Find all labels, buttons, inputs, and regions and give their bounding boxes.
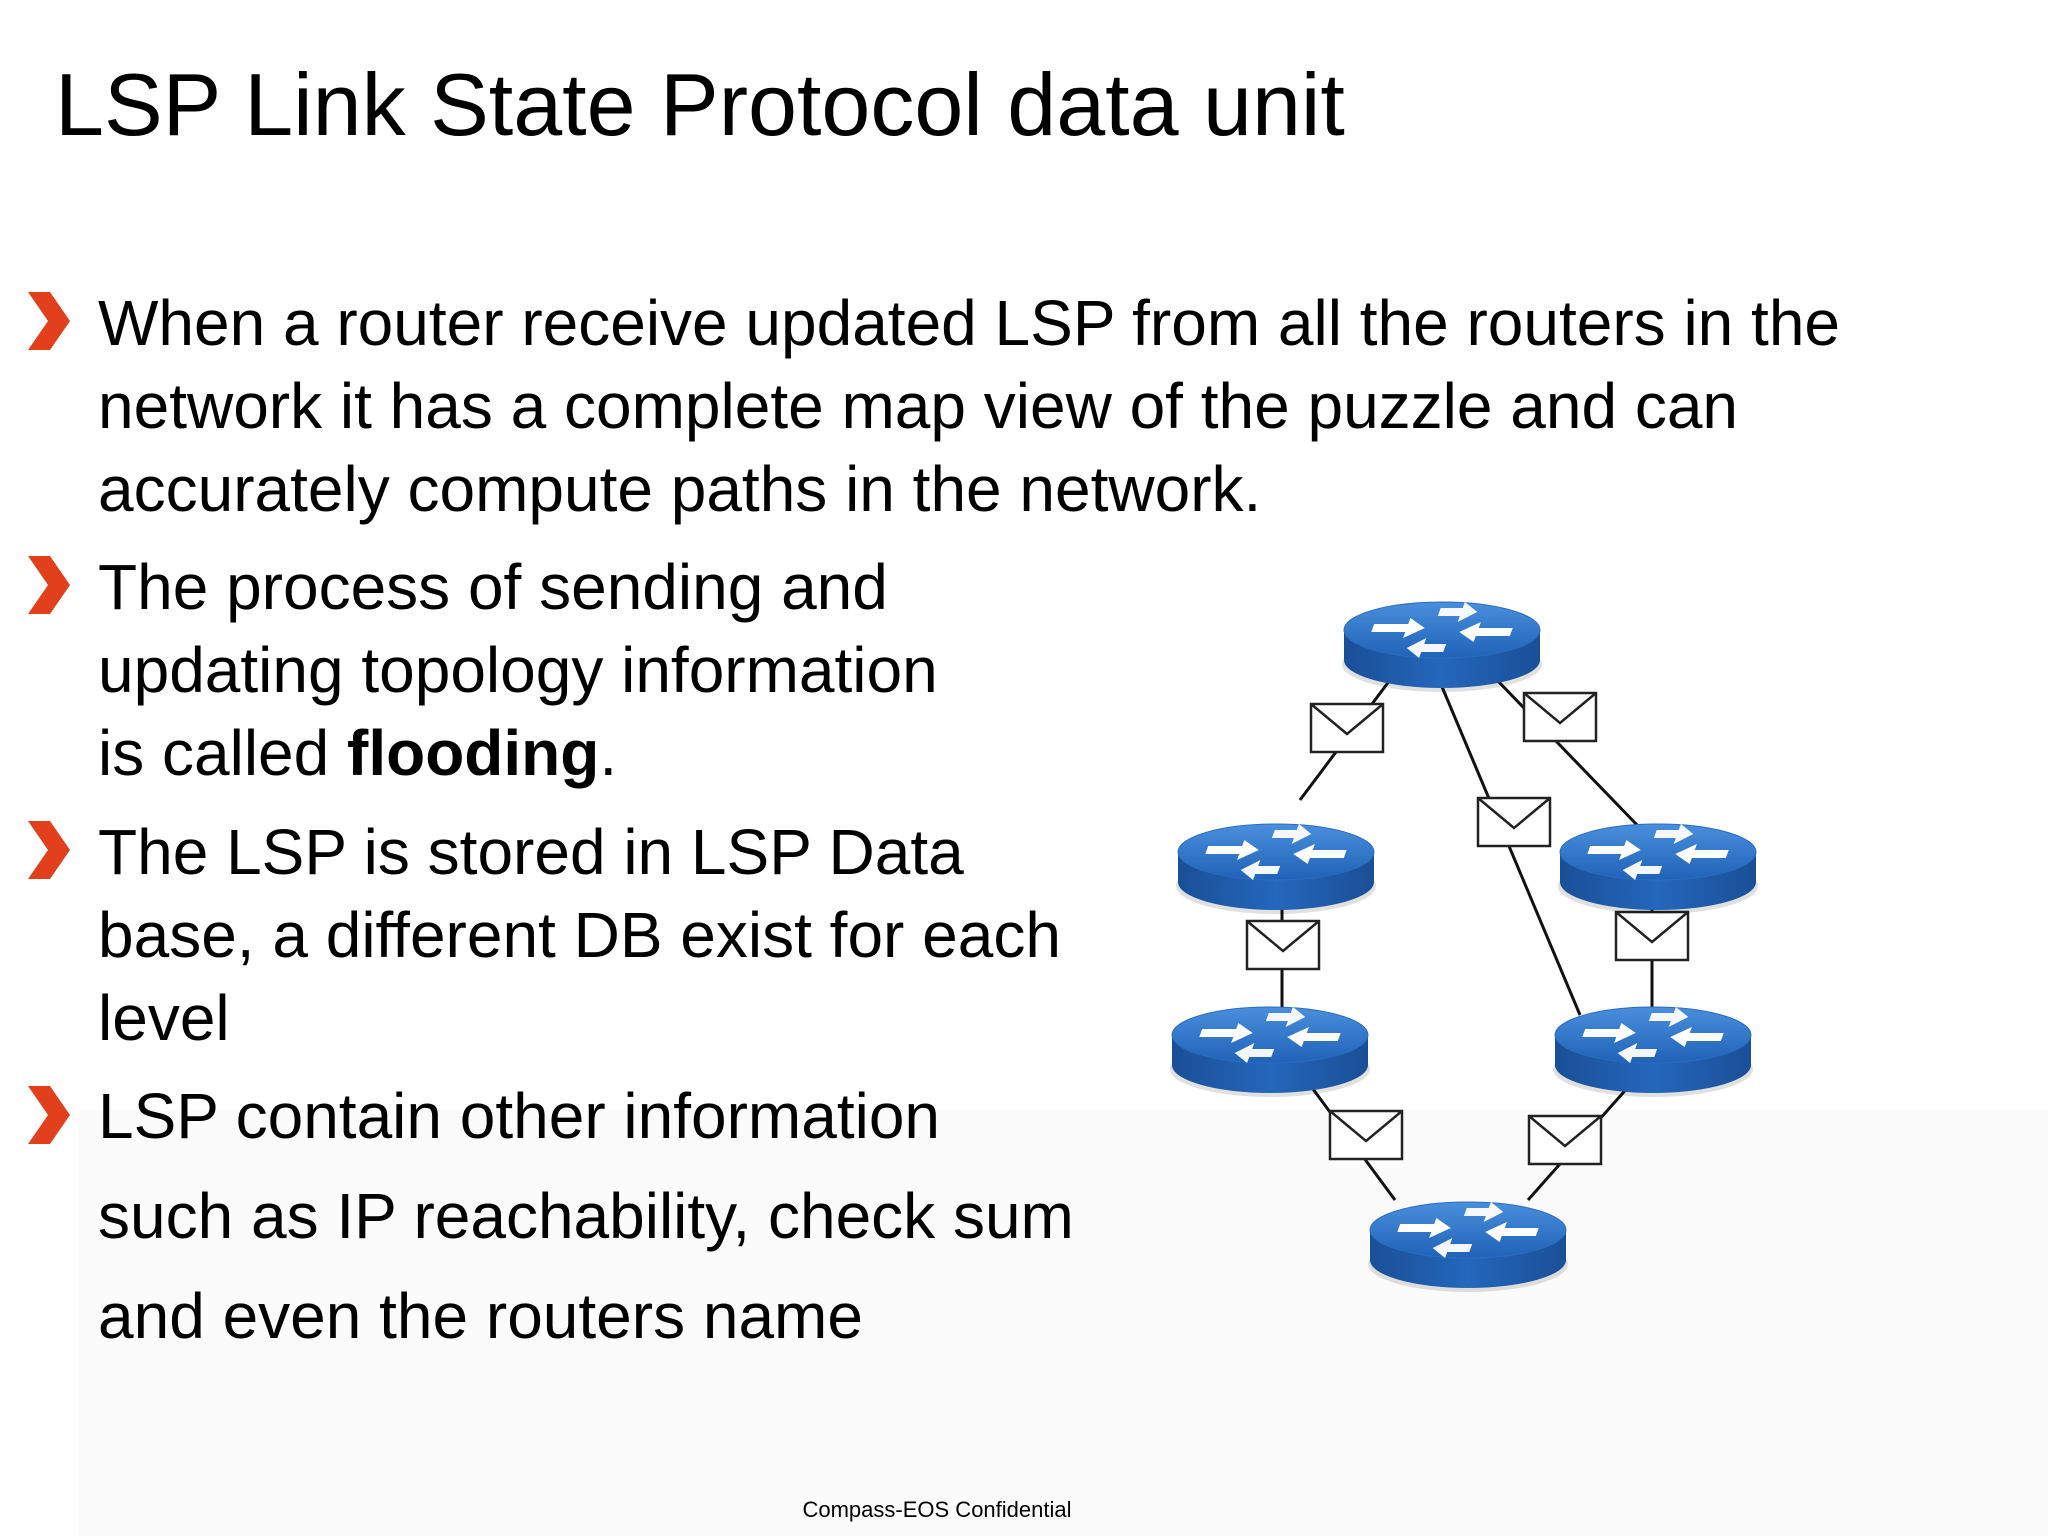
envelope-icon [1309, 702, 1385, 754]
envelope-icon [1328, 1109, 1404, 1161]
flooding-diagram [1169, 601, 1759, 1293]
envelope-icon [1527, 1114, 1603, 1166]
bullet-2-line-2: updating topology information [98, 634, 938, 706]
router-icon [1175, 823, 1377, 915]
background-shade [78, 1110, 2048, 1536]
bullet-4: LSP contain other information such as IP… [98, 1066, 1074, 1366]
chevron-bullet-icon [28, 556, 70, 614]
bullet-3-line-3: level [98, 982, 230, 1054]
bullet-4-line-1: LSP contain other information [98, 1080, 940, 1152]
chevron-bullet-icon [28, 821, 70, 879]
chevron-bullet-icon [28, 1086, 70, 1144]
slide-title: LSP Link State Protocol data unit [55, 55, 1345, 154]
router-icon [1557, 823, 1759, 915]
bullet-1-line-3: accurately compute paths in the network. [98, 453, 1262, 525]
bullet-2-line-3: is called flooding. [98, 712, 938, 795]
bullet-2-suffix: . [599, 717, 618, 789]
bullet-3-line-2: base, a different DB exist for each [98, 899, 1061, 971]
bullet-3-line-1: The LSP is stored in LSP Data [98, 816, 964, 888]
router-icon [1169, 1006, 1371, 1098]
bullet-1-line-1: When a router receive updated LSP from a… [98, 287, 1840, 359]
bullet-3: The LSP is stored in LSP Data base, a di… [98, 811, 1061, 1060]
envelope-icon [1476, 796, 1552, 848]
footer-confidential: Compass-EOS Confidential [802, 1497, 1072, 1522]
bullet-1: When a router receive updated LSP from a… [98, 282, 1840, 531]
bullet-1-line-2: network it has a complete map view of th… [98, 370, 1738, 442]
router-icon [1367, 1201, 1569, 1293]
router-icon [1552, 1006, 1754, 1098]
bullet-2-line-1: The process of sending and [98, 551, 888, 623]
flooding-term: flooding [347, 717, 600, 789]
envelope-icon [1522, 691, 1598, 743]
bullet-4-line-2: such as IP reachability, check sum [98, 1180, 1074, 1252]
envelope-icon [1614, 910, 1690, 962]
bullet-2-prefix: is called [98, 717, 347, 789]
chevron-bullet-icon [28, 292, 70, 350]
envelope-icon [1245, 919, 1321, 971]
bullet-4-line-3: and even the routers name [98, 1280, 863, 1352]
router-icon [1341, 601, 1543, 693]
bullet-2: The process of sending and updating topo… [98, 546, 938, 795]
